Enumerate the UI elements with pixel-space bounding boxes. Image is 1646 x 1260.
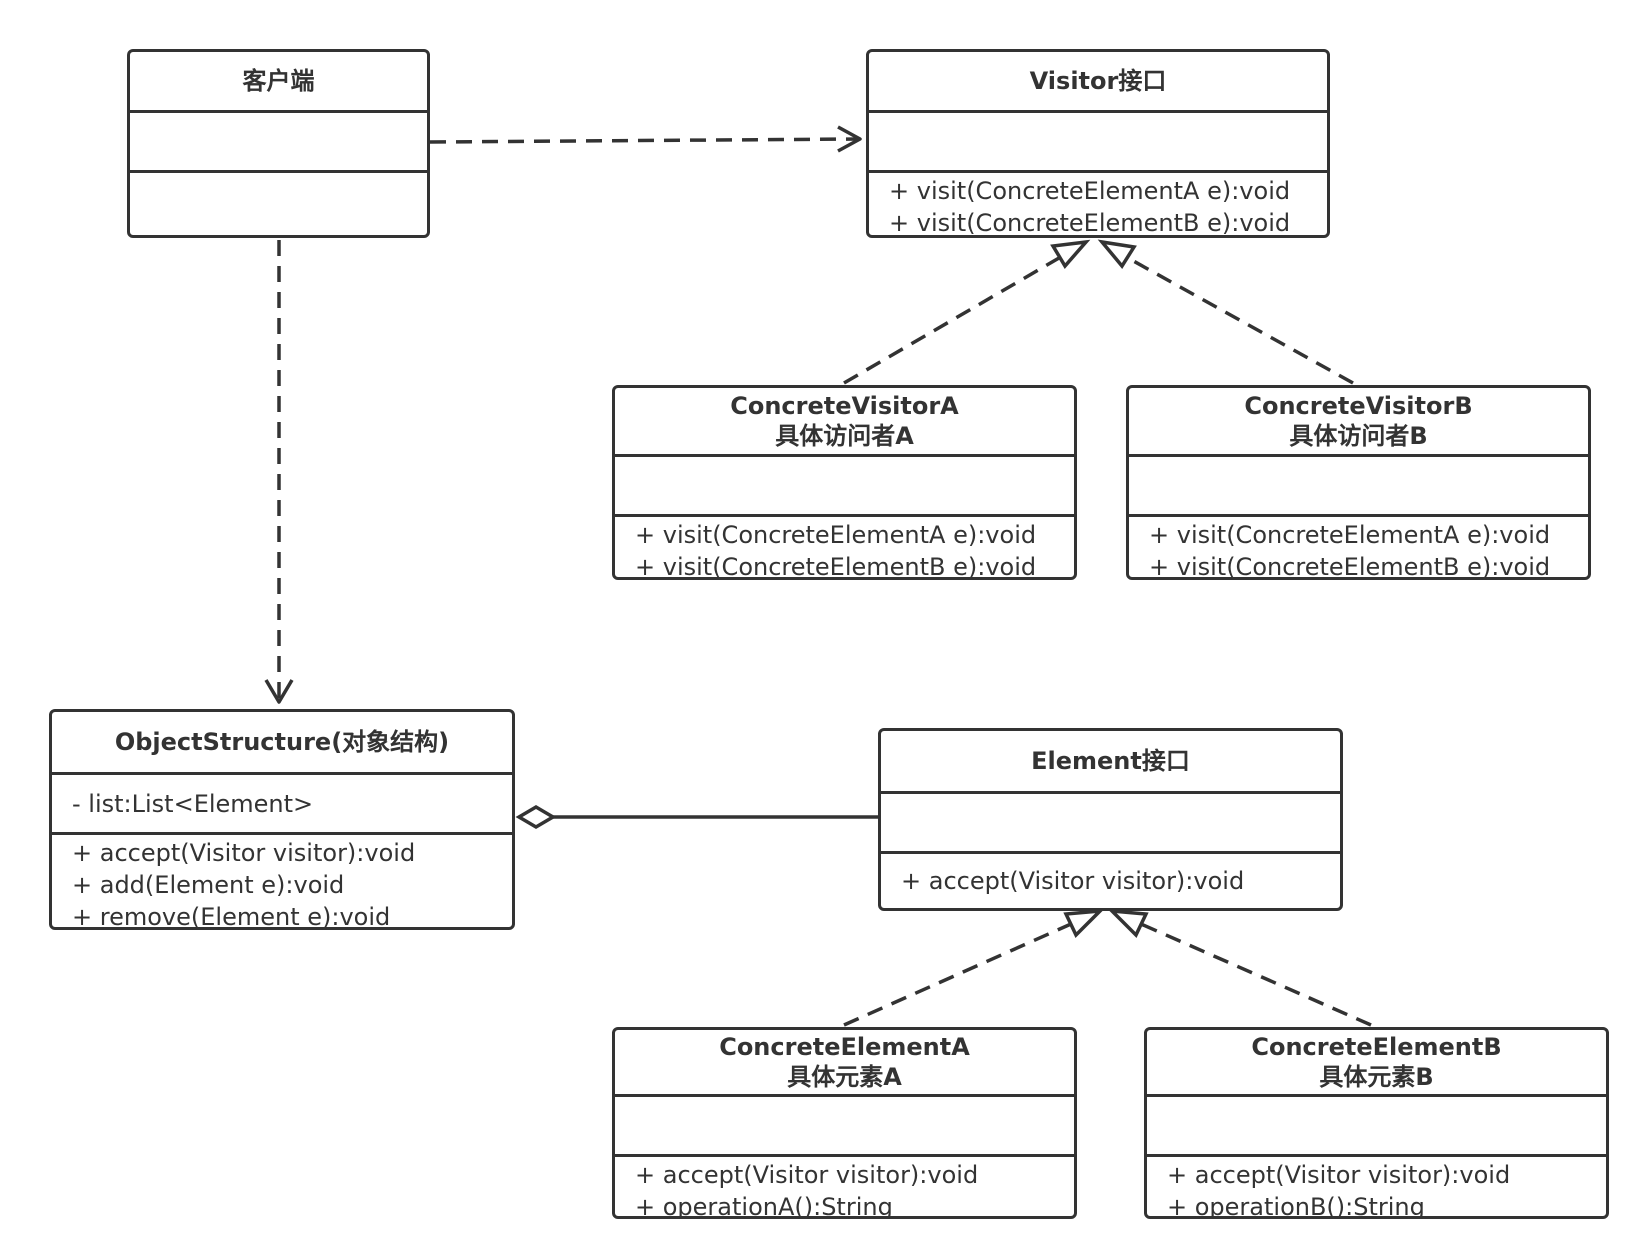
class-element-name: Element接口: [881, 731, 1340, 791]
class-object-structure-methods: + accept(Visitor visitor):void + add(Ele…: [52, 832, 512, 927]
class-subtitle: 具体元素B: [1319, 1063, 1434, 1091]
class-title: ConcreteElementB: [1251, 1033, 1502, 1061]
realization-element-b: [1107, 908, 1372, 1027]
class-client[interactable]: 客户端: [127, 49, 430, 238]
class-element-interface[interactable]: Element接口 + accept(Visitor visitor):void: [878, 728, 1343, 911]
class-concrete-element-a-name: ConcreteElementA 具体元素A: [615, 1030, 1074, 1094]
class-concrete-visitor-a-attributes: [615, 454, 1074, 514]
method: + visit(ConcreteElementA e):void: [635, 521, 1037, 549]
method: + accept(Visitor visitor):void: [1167, 1161, 1511, 1189]
method: + accept(Visitor visitor):void: [901, 867, 1245, 895]
realization-element-a: [843, 908, 1105, 1027]
method: + visit(ConcreteElementA e):void: [889, 177, 1291, 205]
class-visitor-methods: + visit(ConcreteElementA e):void + visit…: [869, 170, 1327, 235]
class-title: ConcreteElementA: [719, 1033, 970, 1061]
class-client-attributes: [130, 110, 427, 170]
class-object-structure-name: ObjectStructure(对象结构): [52, 712, 512, 772]
method: + accept(Visitor visitor):void: [72, 839, 416, 867]
class-concrete-visitor-b-name: ConcreteVisitorB 具体访问者B: [1129, 388, 1588, 454]
class-title: ConcreteVisitorA: [730, 392, 959, 420]
class-concrete-visitor-a-name: ConcreteVisitorA 具体访问者A: [615, 388, 1074, 454]
class-concrete-visitor-a[interactable]: ConcreteVisitorA 具体访问者A + visit(Concrete…: [612, 385, 1077, 580]
method: + operationB():String: [1167, 1193, 1425, 1219]
aggregation-element-to-object-structure: [515, 804, 878, 830]
method: + accept(Visitor visitor):void: [635, 1161, 979, 1189]
class-client-name: 客户端: [130, 52, 427, 110]
class-concrete-visitor-b[interactable]: ConcreteVisitorB 具体访问者B + visit(Concrete…: [1126, 385, 1591, 580]
realization-visitor-b: [1097, 239, 1354, 385]
method: + visit(ConcreteElementB e):void: [889, 209, 1291, 237]
method: + visit(ConcreteElementB e):void: [635, 553, 1037, 580]
class-element-attributes: [881, 791, 1340, 851]
class-concrete-visitor-a-methods: + visit(ConcreteElementA e):void + visit…: [615, 514, 1074, 577]
class-object-structure[interactable]: ObjectStructure(对象结构) - list:List<Elemen…: [49, 709, 515, 930]
class-concrete-element-b-attributes: [1147, 1094, 1606, 1154]
class-title: 客户端: [242, 67, 315, 95]
method: + operationA():String: [635, 1193, 893, 1219]
class-title: ConcreteVisitorB: [1244, 392, 1473, 420]
class-subtitle: 具体元素A: [787, 1063, 902, 1091]
attribute: - list:List<Element>: [72, 789, 314, 818]
class-concrete-element-a[interactable]: ConcreteElementA 具体元素A + accept(Visitor …: [612, 1027, 1077, 1219]
class-subtitle: 具体访问者A: [775, 422, 914, 450]
dependency-client-to-visitor: [429, 125, 862, 153]
class-concrete-visitor-b-methods: + visit(ConcreteElementA e):void + visit…: [1129, 514, 1588, 577]
class-concrete-element-b-name: ConcreteElementB 具体元素B: [1147, 1030, 1606, 1094]
method: + add(Element e):void: [72, 871, 345, 899]
class-concrete-element-a-attributes: [615, 1094, 1074, 1154]
class-concrete-element-b-methods: + accept(Visitor visitor):void + operati…: [1147, 1154, 1606, 1216]
class-concrete-visitor-b-attributes: [1129, 454, 1588, 514]
class-concrete-element-b[interactable]: ConcreteElementB 具体元素B + accept(Visitor …: [1144, 1027, 1609, 1219]
method: + visit(ConcreteElementB e):void: [1149, 553, 1551, 580]
class-visitor-interface[interactable]: Visitor接口 + visit(ConcreteElementA e):vo…: [866, 49, 1330, 238]
class-title: Visitor接口: [1029, 67, 1167, 95]
class-title: ObjectStructure(对象结构): [114, 728, 450, 756]
class-title: Element接口: [1031, 747, 1190, 775]
class-visitor-attributes: [869, 110, 1327, 170]
class-visitor-name: Visitor接口: [869, 52, 1327, 110]
class-element-methods: + accept(Visitor visitor):void: [881, 851, 1340, 908]
method: + visit(ConcreteElementA e):void: [1149, 521, 1551, 549]
realization-visitor-a: [843, 239, 1091, 385]
dependency-client-to-object-structure: [264, 240, 294, 704]
class-object-structure-attributes: - list:List<Element>: [52, 772, 512, 832]
class-subtitle: 具体访问者B: [1289, 422, 1428, 450]
method: + remove(Element e):void: [72, 903, 391, 930]
class-concrete-element-a-methods: + accept(Visitor visitor):void + operati…: [615, 1154, 1074, 1216]
class-client-methods: [130, 170, 427, 235]
